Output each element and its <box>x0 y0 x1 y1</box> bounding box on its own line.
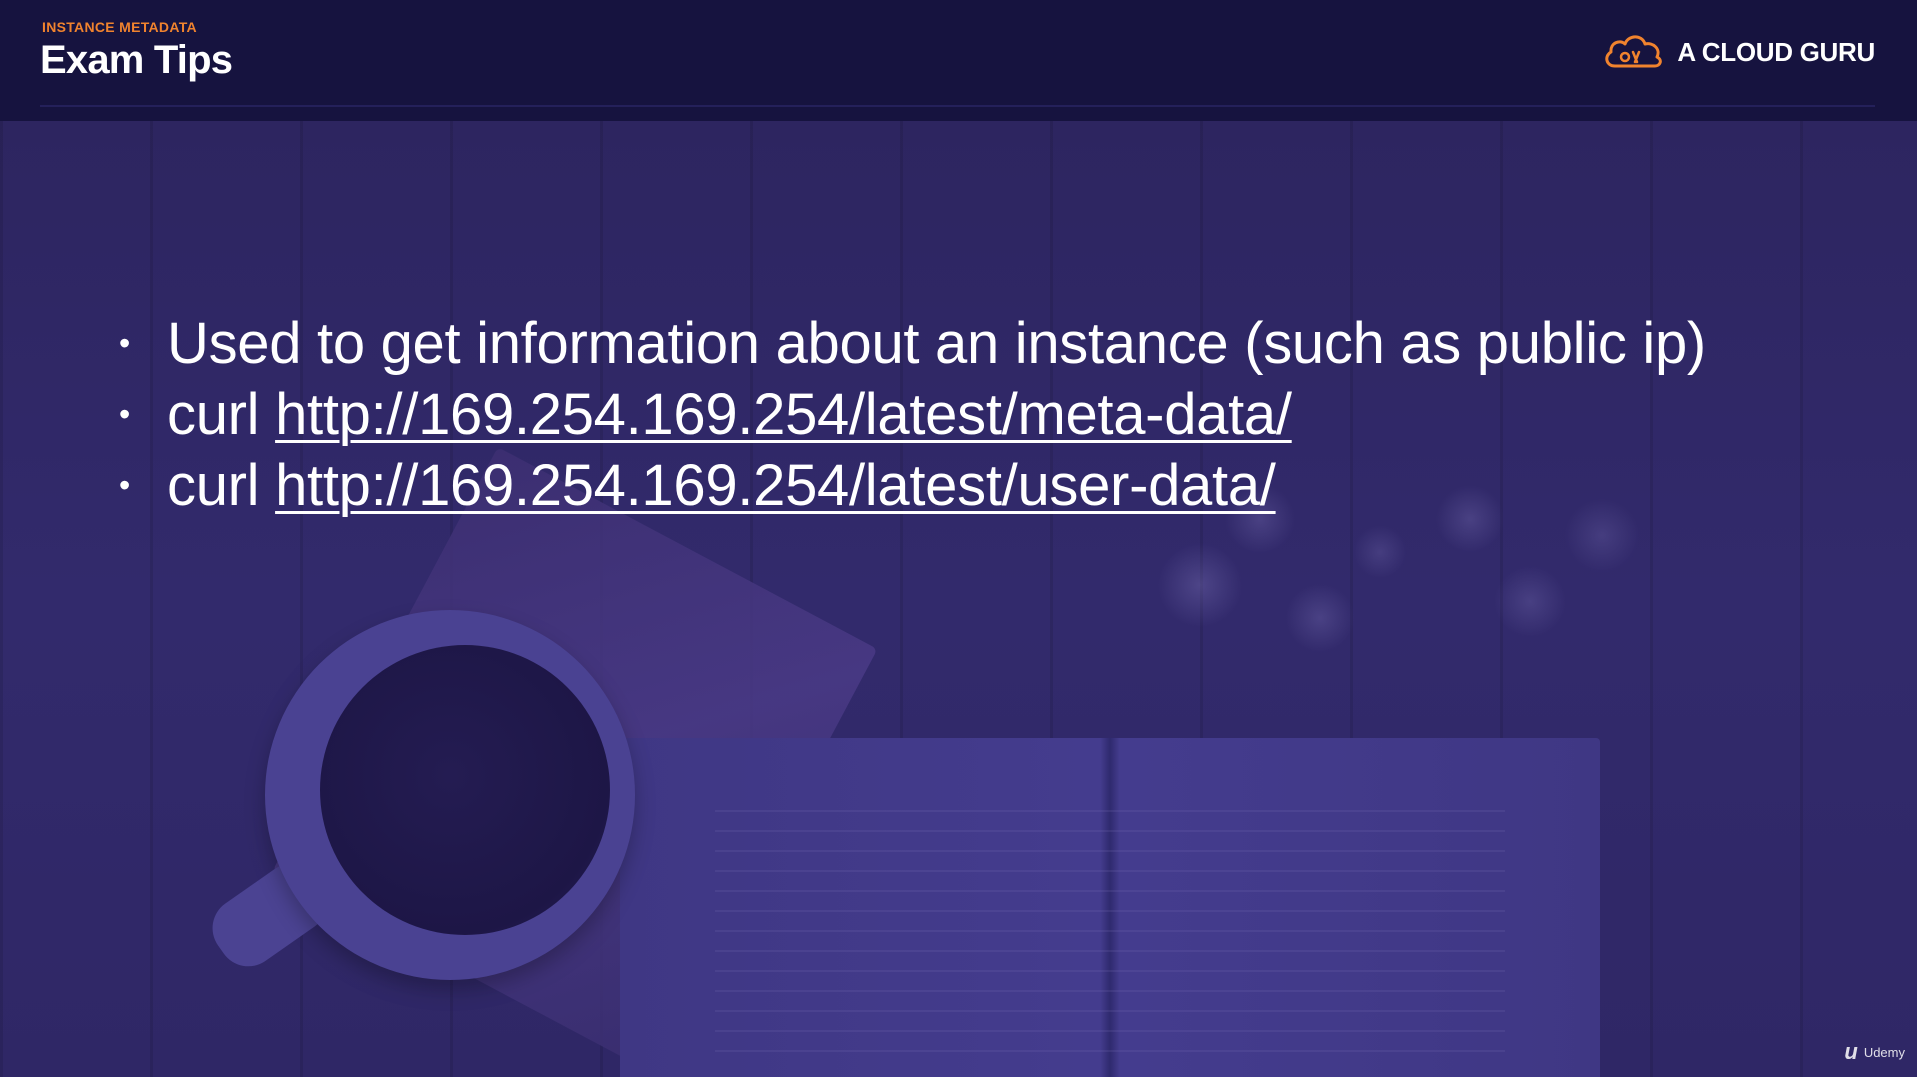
page-title: Exam Tips <box>40 38 233 82</box>
list-item: • curl http://169.254.169.254/latest/met… <box>115 379 1706 450</box>
list-item: • curl http://169.254.169.254/latest/use… <box>115 450 1706 521</box>
header-bar: INSTANCE METADATA Exam Tips A CLOUD GURU <box>0 0 1917 121</box>
section-kicker: INSTANCE METADATA <box>42 19 197 35</box>
bullet-icon: • <box>119 325 130 361</box>
book-decoration <box>620 738 1600 1077</box>
cloud-icon <box>1605 35 1663 68</box>
bullet-prefix: curl <box>167 453 276 518</box>
brand: A CLOUD GURU <box>1601 30 1875 74</box>
bullet-icon: • <box>119 467 130 503</box>
flowers-decoration <box>1110 420 1710 750</box>
udemy-logo-icon: u <box>1844 1039 1858 1064</box>
coffee-decoration <box>320 645 610 935</box>
bullet-text: Used to get information about an instanc… <box>167 311 1706 376</box>
bullet-list: • Used to get information about an insta… <box>115 308 1706 521</box>
header-divider <box>40 105 1875 107</box>
bullet-prefix: curl <box>167 382 276 447</box>
list-item: • Used to get information about an insta… <box>115 308 1706 379</box>
udemy-watermark: u Udemy <box>1844 1039 1905 1065</box>
user-data-link[interactable]: http://169.254.169.254/latest/user-data/ <box>275 453 1276 518</box>
meta-data-link[interactable]: http://169.254.169.254/latest/meta-data/ <box>275 382 1292 447</box>
watermark-label: Udemy <box>1863 1044 1905 1060</box>
brand-name: A CLOUD GURU <box>1677 36 1875 67</box>
bullet-icon: • <box>119 396 130 432</box>
book-text-decoration <box>715 810 1505 1060</box>
